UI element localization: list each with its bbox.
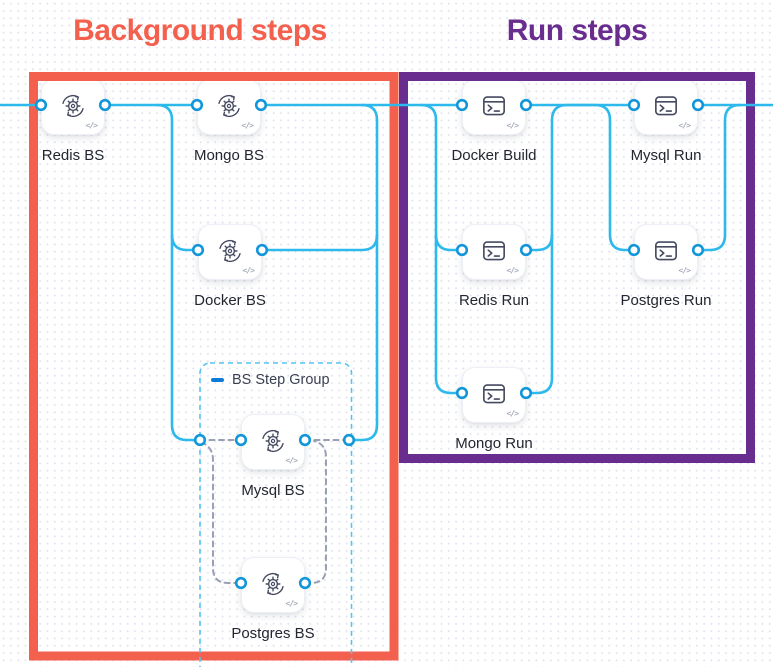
connector-line <box>419 103 464 395</box>
connection-port[interactable] <box>191 243 205 257</box>
connection-port[interactable] <box>519 98 533 112</box>
step-node-redis-run[interactable]: </> <box>462 224 526 280</box>
connection-port[interactable] <box>691 243 705 257</box>
step-label-mysql-bs: Mysql BS <box>241 482 305 499</box>
connector-line <box>260 233 379 252</box>
connector-dashed <box>200 441 242 584</box>
code-glyph-icon: </> <box>506 121 519 130</box>
connection-port[interactable] <box>298 576 312 590</box>
connection-port[interactable] <box>627 243 641 257</box>
connection-port[interactable] <box>34 98 48 112</box>
step-label-mongo-run: Mongo Run <box>455 435 533 452</box>
connector-line <box>170 233 200 252</box>
connector-line <box>524 233 554 395</box>
connection-port[interactable] <box>193 433 207 447</box>
step-node-mongo-run[interactable]: </> <box>462 367 526 423</box>
background-steps-title: Background steps <box>73 14 327 47</box>
connector-line <box>347 103 379 442</box>
step-group-label: BS Step Group <box>232 372 330 388</box>
connector-line <box>696 103 742 252</box>
connector-line <box>524 233 554 252</box>
run-steps-title: Run steps <box>506 14 648 47</box>
background-steps-annotation-box <box>29 72 399 661</box>
connection-port[interactable] <box>691 98 705 112</box>
step-label-postgres-bs: Postgres BS <box>231 625 315 642</box>
connection-port[interactable] <box>455 386 469 400</box>
connection-port[interactable] <box>190 98 204 112</box>
step-label-mongo-bs: Mongo BS <box>193 147 265 164</box>
connection-port[interactable] <box>519 386 533 400</box>
step-group-header[interactable]: BS Step Group <box>211 372 330 388</box>
step-label-postgres-run: Postgres Run <box>620 292 712 309</box>
connection-port[interactable] <box>255 243 269 257</box>
step-label-mysql-run: Mysql Run <box>630 147 702 164</box>
step-node-mongo-bs[interactable]: </> <box>197 79 261 135</box>
connector-line <box>434 233 464 252</box>
connection-port[interactable] <box>455 98 469 112</box>
step-node-mysql-run[interactable]: </> <box>634 79 698 135</box>
code-glyph-icon: </> <box>242 266 255 275</box>
code-glyph-icon: </> <box>85 121 98 130</box>
code-glyph-icon: </> <box>285 456 298 465</box>
connection-port[interactable] <box>98 98 112 112</box>
connector-line <box>155 103 202 442</box>
run-steps-annotation-box <box>399 72 755 463</box>
code-glyph-icon: </> <box>678 121 691 130</box>
connection-port[interactable] <box>342 433 356 447</box>
code-glyph-icon: </> <box>285 599 298 608</box>
connection-port[interactable] <box>298 433 312 447</box>
connection-port[interactable] <box>234 433 248 447</box>
connection-port[interactable] <box>519 243 533 257</box>
code-glyph-icon: </> <box>506 409 519 418</box>
step-label-docker-bs: Docker BS <box>194 292 266 309</box>
connection-port[interactable] <box>627 98 641 112</box>
connection-port[interactable] <box>254 98 268 112</box>
connector-line <box>550 103 636 252</box>
step-group-collapse-icon[interactable] <box>211 378 224 382</box>
step-label-redis-bs: Redis BS <box>41 147 105 164</box>
code-glyph-icon: </> <box>506 266 519 275</box>
connector-dashed <box>304 440 327 584</box>
step-label-redis-run: Redis Run <box>458 292 530 309</box>
step-label-docker-build: Docker Build <box>451 147 537 164</box>
code-glyph-icon: </> <box>241 121 254 130</box>
code-glyph-icon: </> <box>678 266 691 275</box>
connection-port[interactable] <box>455 243 469 257</box>
step-group-border <box>199 362 353 667</box>
connection-port[interactable] <box>234 576 248 590</box>
